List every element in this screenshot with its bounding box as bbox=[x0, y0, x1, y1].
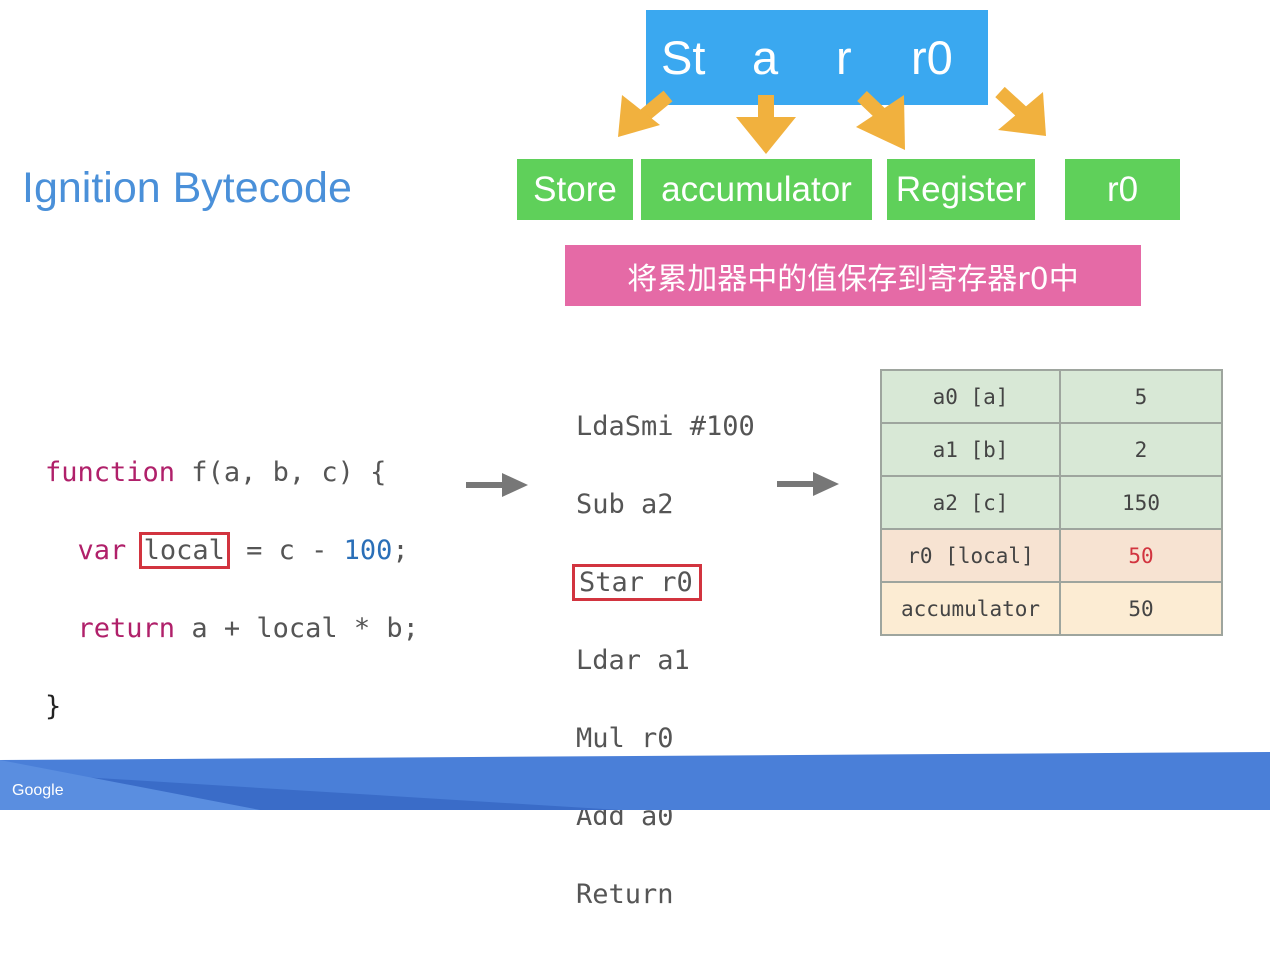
table-row: a0 [a] 5 bbox=[880, 369, 1223, 424]
register-value: 50 bbox=[1059, 528, 1223, 583]
bytecode-listing: LdaSmi #100 Sub a2 Star r0 Ldar a1 Mul r… bbox=[572, 368, 755, 953]
bytecode-line: Mul r0 bbox=[576, 723, 674, 754]
orange-arrows bbox=[618, 86, 1046, 154]
source-code: function f(a, b, c) { var local = c - 10… bbox=[45, 414, 419, 765]
register-name: r0 [local] bbox=[880, 528, 1061, 583]
slide-title: Ignition Bytecode bbox=[22, 164, 352, 212]
word-accumulator: accumulator bbox=[641, 159, 872, 220]
register-value: 5 bbox=[1059, 369, 1223, 424]
register-value: 50 bbox=[1059, 581, 1223, 636]
register-name: a1 [b] bbox=[880, 422, 1061, 477]
arrow-to-register bbox=[856, 90, 905, 150]
register-value: 2 bbox=[1059, 422, 1223, 477]
meaning-box: 将累加器中的值保存到寄存器r0中 bbox=[565, 245, 1141, 306]
google-logo: Google bbox=[12, 782, 64, 799]
table-row: a2 [c] 150 bbox=[880, 475, 1223, 530]
word-store: Store bbox=[517, 159, 633, 220]
register-name: a0 [a] bbox=[880, 369, 1061, 424]
highlighted-local: local bbox=[138, 532, 230, 569]
bytecode-line: Sub a2 bbox=[576, 489, 674, 520]
code-line-3: return a + local * b; bbox=[45, 609, 419, 648]
register-value: 150 bbox=[1059, 475, 1223, 530]
mnemonic-part-r0: r0 bbox=[911, 31, 953, 84]
code-text: a + local * b; bbox=[175, 613, 419, 644]
number-literal: 100 bbox=[343, 535, 393, 566]
register-table: a0 [a] 5 a1 [b] 2 a2 [c] 150 r0 [local] … bbox=[880, 369, 1223, 636]
code-line-4: } bbox=[45, 691, 62, 722]
keyword: function bbox=[45, 457, 176, 488]
table-row: r0 [local] 50 bbox=[880, 528, 1223, 583]
bytecode-line: Return bbox=[576, 879, 674, 910]
word-r0: r0 bbox=[1065, 159, 1180, 220]
code-text: f(a, b, c) { bbox=[175, 457, 387, 488]
code-line-1: function f(a, b, c) { bbox=[45, 453, 419, 492]
arrow-to-r0 bbox=[995, 86, 1046, 136]
arrow-right-icon bbox=[466, 473, 528, 497]
mnemonic-part-a: a bbox=[752, 31, 779, 84]
code-text: = c - bbox=[229, 535, 344, 566]
table-row: a1 [b] 2 bbox=[880, 422, 1223, 477]
highlighted-star-r0: Star r0 bbox=[572, 564, 702, 601]
mnemonic-box bbox=[646, 10, 988, 105]
table-row: accumulator 50 bbox=[880, 581, 1223, 636]
footer-band bbox=[0, 752, 1270, 810]
bytecode-line: LdaSmi #100 bbox=[576, 411, 755, 442]
arrow-to-accumulator bbox=[736, 95, 796, 154]
code-text: ; bbox=[392, 535, 409, 566]
code-line-2: var local = c - 100; bbox=[45, 531, 419, 570]
bytecode-line-highlighted: Star r0 bbox=[572, 563, 755, 602]
arrow-right-icon bbox=[777, 472, 839, 496]
keyword: var bbox=[77, 535, 127, 566]
bytecode-line: Ldar a1 bbox=[576, 645, 690, 676]
keyword: return bbox=[77, 613, 176, 644]
register-name: accumulator bbox=[880, 581, 1061, 636]
mnemonic-part-st: St bbox=[661, 31, 706, 84]
mnemonic-part-r: r bbox=[836, 31, 852, 84]
register-name: a2 [c] bbox=[880, 475, 1061, 530]
word-register: Register bbox=[887, 159, 1035, 220]
arrow-to-store bbox=[618, 90, 673, 137]
